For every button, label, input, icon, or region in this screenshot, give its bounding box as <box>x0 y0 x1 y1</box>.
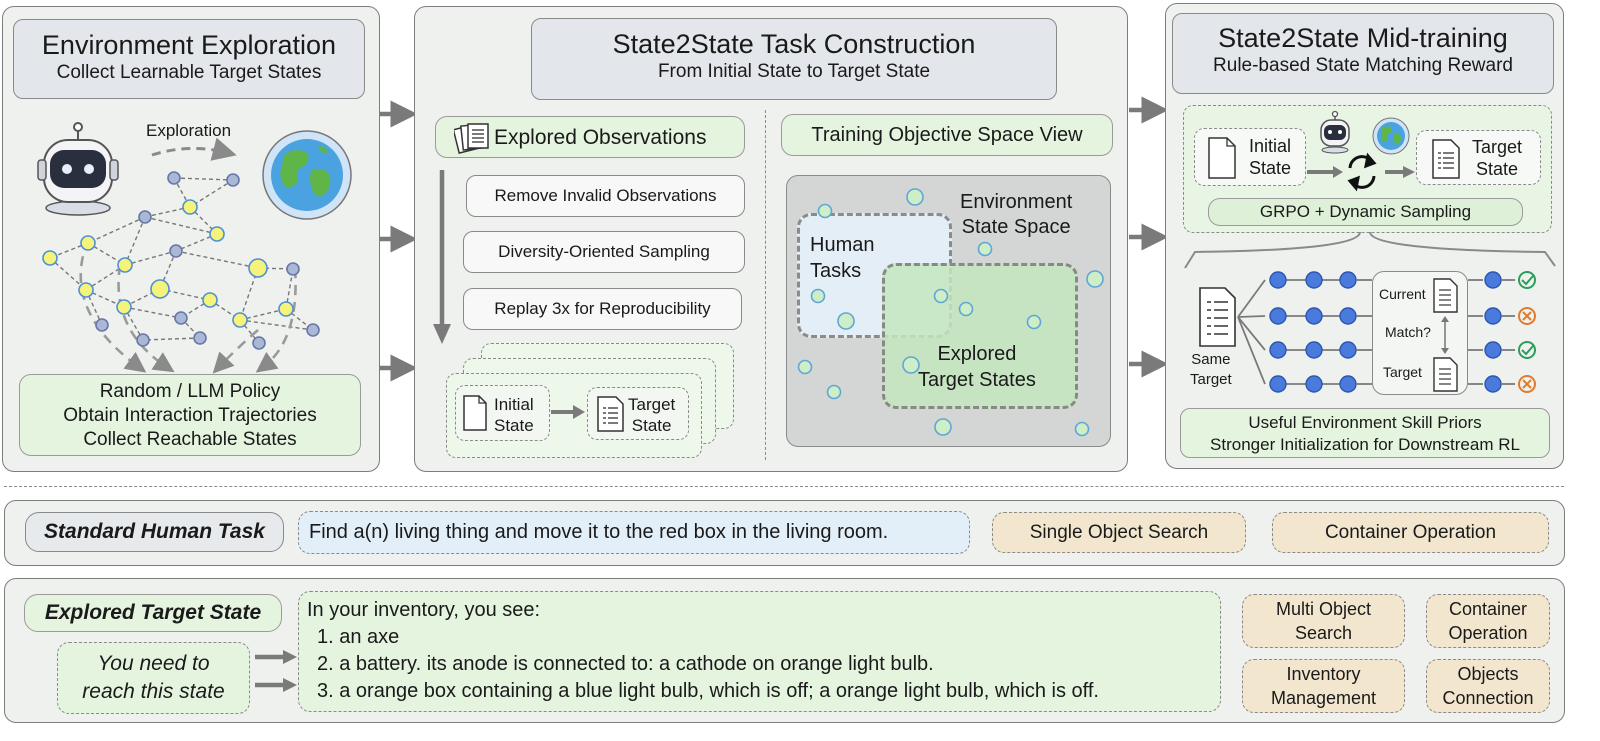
midtraining-title: State2State Mid-training <box>1218 23 1508 53</box>
human-task-text: Find a(n) living thing and move it to th… <box>298 511 970 554</box>
target-state-label-pill: Explored Target State <box>24 594 282 632</box>
target-doc-icon <box>597 396 624 432</box>
step-replay: Replay 3x for Reproducibility <box>463 288 742 330</box>
exploration-subtitle: Collect Learnable Target States <box>56 62 322 83</box>
midtraining-title-box: State2State Mid-training Rule-based Stat… <box>1172 13 1554 94</box>
exploration-label: Exploration <box>146 121 232 140</box>
current-label: Current <box>1379 286 1426 302</box>
reach-arrows <box>255 650 297 692</box>
construction-title-box: State2State Task Construction From Initi… <box>531 18 1057 100</box>
priors-box: Useful Environment Skill Priors Stronger… <box>1180 408 1550 458</box>
initial-to-target-arrow <box>551 405 585 419</box>
mt-robot-cycle <box>1307 110 1415 192</box>
rollout-graph <box>1184 231 1556 393</box>
policy-line-2: Obtain Interaction Trajectories <box>63 405 317 426</box>
construction-title: State2State Task Construction <box>612 29 976 59</box>
inventory-item-2: 2. a battery. its anode is connected to:… <box>317 653 934 675</box>
priors-line-2: Stronger Initialization for Downstream R… <box>1210 435 1520 454</box>
inventory-heading: In your inventory, you see: <box>307 599 541 621</box>
explored-observations-label: Explored Observations <box>494 126 707 149</box>
inventory-item-1: 1. an axe <box>317 626 400 648</box>
state-space-dots <box>797 188 1104 437</box>
mt-initial-doc-icon <box>1208 137 1236 179</box>
exploration-title-box: Environment Exploration Collect Learnabl… <box>13 19 365 99</box>
mt-target-doc-icon <box>1432 139 1460 179</box>
match-label: Match? <box>1385 324 1431 340</box>
exploration-title: Environment Exploration <box>41 30 337 60</box>
tag-single-object-search: Single Object Search <box>992 512 1246 553</box>
policy-line-3: Collect Reachable States <box>83 429 297 450</box>
policy-line-1: Random / LLM Policy <box>99 381 281 402</box>
target-label: Target <box>1383 364 1422 380</box>
priors-line-1: Useful Environment Skill Priors <box>1248 413 1482 432</box>
mt-globe-icon <box>1372 117 1410 155</box>
tag-container-operation: Container Operation <box>1272 512 1549 553</box>
human-task-label: Standard Human Task <box>25 512 284 552</box>
initial-doc-icon <box>463 395 487 431</box>
step-remove-invalid: Remove Invalid Observations <box>466 175 745 217</box>
panel-arrows <box>380 96 1169 382</box>
steps-down-arrow <box>433 170 451 344</box>
explored-observations-pill: Explored Observations <box>435 116 745 158</box>
match-icons <box>1433 278 1458 392</box>
match-box: Current Match? Target <box>1372 271 1468 395</box>
objective-title-pill: Training Objective Space View <box>781 114 1113 156</box>
step-diversity-sampling: Diversity-Oriented Sampling <box>463 231 745 273</box>
documents-icon <box>454 123 489 154</box>
mt-robot-icon <box>1320 110 1350 154</box>
robot-icon <box>37 122 119 216</box>
construction-divider <box>765 110 766 460</box>
inventory-item-3: 3. a orange box containing a blue light … <box>317 680 1099 702</box>
policy-box: Random / LLM Policy Obtain Interaction T… <box>19 374 361 456</box>
globe-icon <box>262 130 352 220</box>
construction-subtitle: From Initial State to Target State <box>657 61 931 82</box>
explored-target-region <box>882 263 1078 409</box>
inventory-box: In your inventory, you see: 1. an axe 2.… <box>298 591 1221 712</box>
cycle-icon <box>1347 152 1377 192</box>
midtraining-subtitle: Rule-based State Matching Reward <box>1213 55 1513 76</box>
grpo-pill: GRPO + Dynamic Sampling <box>1208 198 1523 226</box>
exploration-graphic <box>37 122 352 374</box>
section-separator <box>4 486 1564 487</box>
